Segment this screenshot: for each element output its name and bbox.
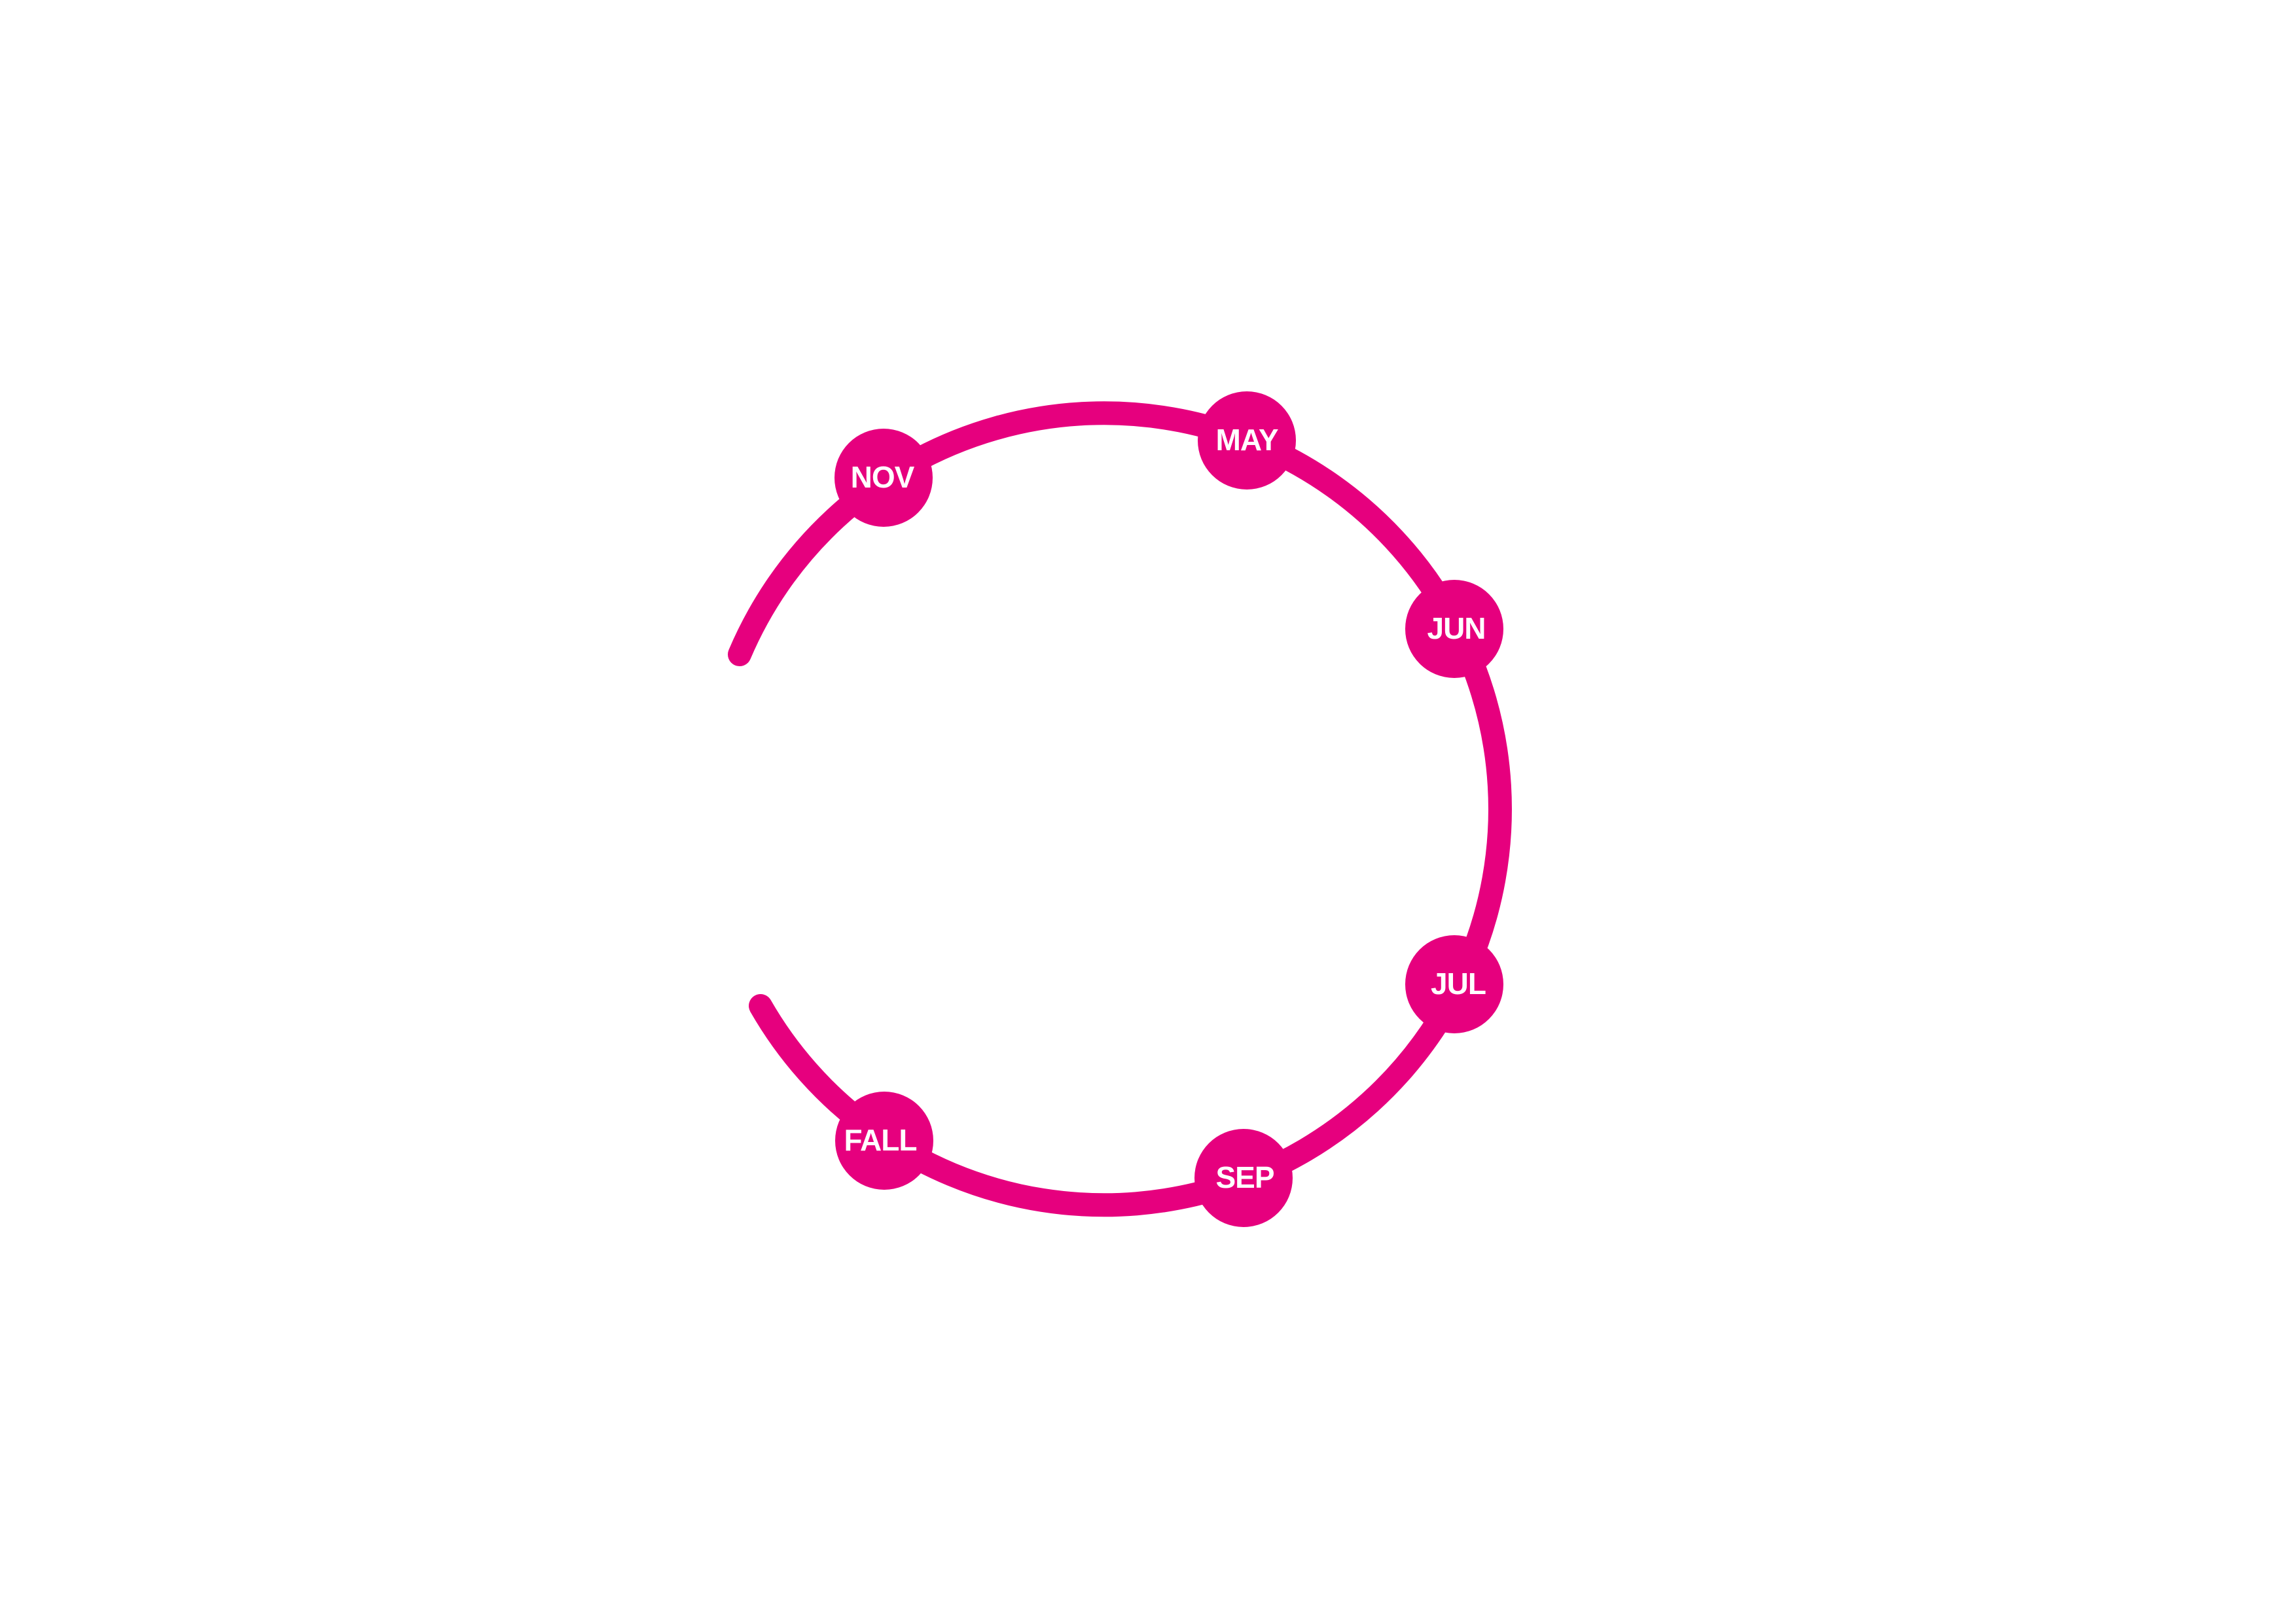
cycle-node-jun: JUN [1405,580,1503,678]
node-label-jun: JUN [1427,611,1485,645]
cycle-node-may: MAY [1198,391,1296,490]
node-label-nov: NOV [851,460,915,494]
node-dot-jun [1405,580,1503,678]
node-dot-sep [1194,1129,1293,1227]
cycle-node-nov: NOV [834,429,933,527]
cycle-ring-arc [728,401,1512,1217]
node-label-jul: JUL [1431,967,1486,1001]
node-label-sep: SEP [1215,1160,1274,1194]
node-dot-nov [834,429,933,527]
cycle-node-sep: SEP [1194,1129,1293,1227]
cycle-node-fall: FALL [835,1092,933,1190]
node-label-fall: FALL [844,1123,917,1157]
cycle-node-jul: JUL [1405,935,1503,1033]
node-dot-fall [835,1092,933,1190]
node-dot-may [1198,391,1296,490]
node-label-may: MAY [1216,423,1278,457]
node-dot-jul [1405,935,1503,1033]
